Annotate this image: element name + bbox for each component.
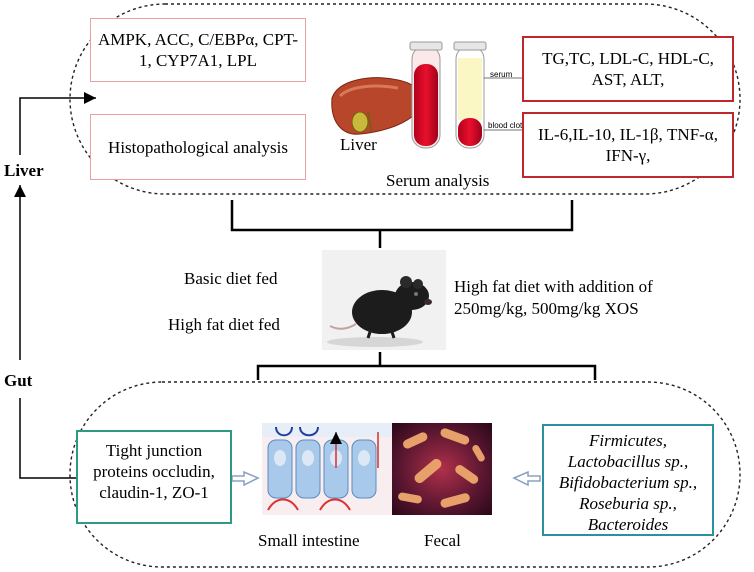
liver-to-top-arrow [19, 92, 96, 155]
xos-diet-line-1: High fat diet with addition of [454, 277, 653, 296]
arrow-intestine-to-tight-junction [231, 470, 260, 487]
bacteria-item: Bifidobacterium sp., [558, 473, 698, 492]
histopathology-box: Histopathological analysis [90, 114, 306, 180]
arrow-fecal-to-bacteria [512, 470, 541, 487]
serum-markers-box: TG,TC, LDL-C, HDL-C, AST, ALT, [522, 36, 734, 102]
tight-junction-box: Tight junction proteins occludin, claudi… [76, 430, 232, 524]
bacteria-item: Lactobacillus sp., [567, 452, 689, 471]
cytokines-box: IL-6,IL-10, IL-1β, TNF-α, IFN-γ, [522, 112, 734, 178]
blood-clot-tube-label: blood clot [488, 121, 523, 130]
mouse-photo [322, 250, 446, 350]
high-fat-diet-label: High fat diet fed [168, 315, 280, 334]
xos-diet-line-2: 250mg/kg, 500mg/kg XOS [454, 299, 639, 318]
bacteria-item: Bacteroides [587, 515, 669, 534]
gene-expression-box: AMPK, ACC, C/EBPα, CPT-1, CYP7A1, LPL [90, 18, 306, 82]
liver-section-container [69, 3, 741, 195]
liver-illustration [331, 77, 423, 135]
bacteria-box: Firmicutes, Lactobacillus sp., Bifidobac… [542, 424, 714, 536]
small-intestine-label: Small intestine [258, 531, 360, 550]
bacteria-item: Roseburia sp., [579, 494, 677, 513]
small-intestine-illustration [262, 423, 392, 515]
fecal-bacteria-illustration [392, 423, 492, 515]
serum-tube-label: serum [490, 70, 513, 79]
lower-bracket [256, 352, 597, 380]
liver-side-label: Liver [4, 161, 44, 180]
liver-label: Liver [340, 135, 377, 154]
upper-bracket [230, 200, 574, 248]
gut-to-tight-junction-line [19, 398, 78, 479]
gut-section-container [69, 381, 741, 568]
fecal-label: Fecal [424, 531, 461, 550]
serum-analysis-label: Serum analysis [386, 171, 490, 190]
gut-side-label: Gut [4, 371, 33, 390]
serum-tube-illustration [409, 41, 524, 149]
basic-diet-label: Basic diet fed [184, 269, 278, 288]
bacteria-item: Firmicutes, [589, 431, 667, 450]
